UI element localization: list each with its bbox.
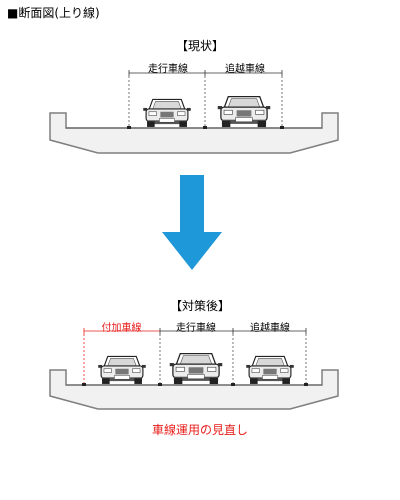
car-front-icon <box>142 98 192 128</box>
after-lane-label-passing: 追越車線 <box>250 323 290 334</box>
car-front-icon <box>97 355 147 385</box>
before-road-section <box>49 70 339 154</box>
before-lane-label-travel: 走行車線 <box>148 64 188 75</box>
after-road-section <box>49 328 339 410</box>
after-lane-label-travel: 走行車線 <box>176 323 216 334</box>
car-front-icon <box>217 95 271 128</box>
diagram-title: ■断面図(上り線) <box>7 6 100 20</box>
before-section-label: 【現状】 <box>175 39 224 53</box>
caption-lane-operation-review: 車線運用の見直し <box>151 423 248 437</box>
car-front-icon <box>169 352 223 385</box>
arrow-down-icon <box>162 175 222 270</box>
after-lane-label-added: 付加車線 <box>101 323 142 334</box>
before-lane-label-passing: 追越車線 <box>225 64 265 75</box>
car-front-icon <box>245 355 295 385</box>
after-section-label: 【対策後】 <box>169 299 230 313</box>
